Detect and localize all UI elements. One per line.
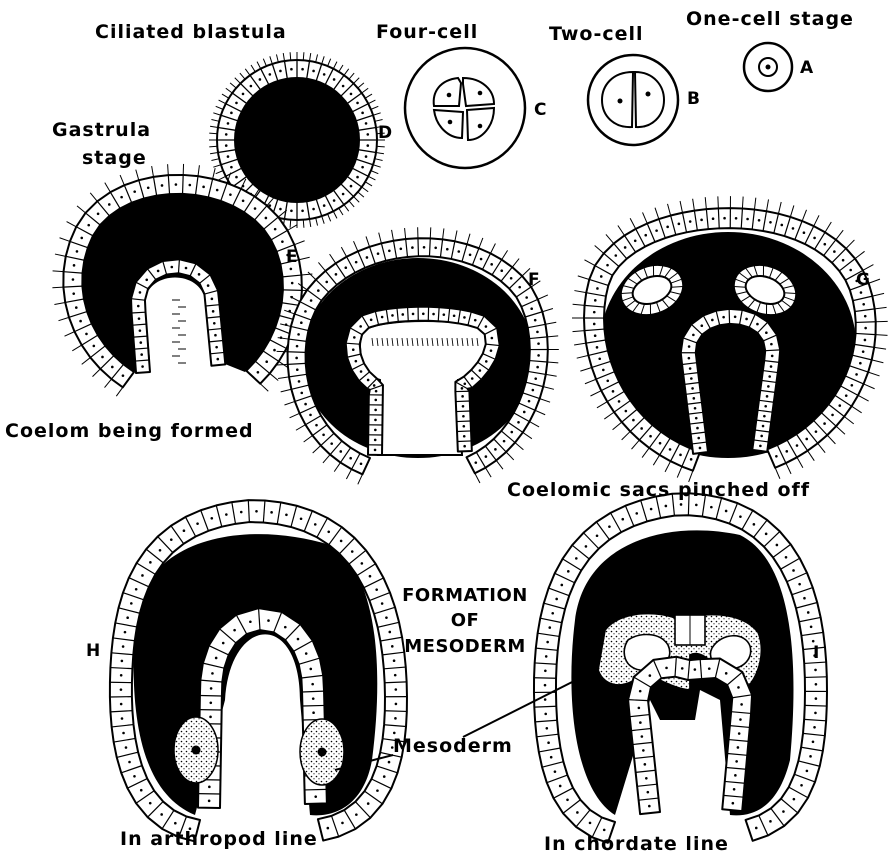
label-one-cell-stage: One-cell stage	[686, 8, 854, 30]
letter-g: G	[856, 270, 870, 290]
two-cell-embryo	[588, 55, 678, 145]
title-of: OF	[451, 610, 480, 631]
caption-arthropod-line: In arthropod line	[120, 828, 318, 850]
label-two-cell: Two-cell	[549, 23, 644, 45]
letter-d: D	[378, 123, 392, 143]
four-cell-embryo	[405, 48, 525, 168]
label-coelom-being-formed: Coelom being formed	[5, 420, 254, 442]
arthropod-line-embryo	[110, 500, 407, 841]
letter-c: C	[534, 100, 546, 120]
letter-a: A	[800, 58, 814, 78]
letter-b: B	[687, 89, 700, 109]
label-gastrula-stage: stage	[82, 147, 147, 169]
label-ciliated-blastula: Ciliated blastula	[95, 21, 287, 43]
letter-h: H	[86, 641, 100, 661]
coelomic-sacs-embryo	[572, 196, 888, 482]
one-cell-embryo	[744, 43, 792, 91]
chordate-line-embryo	[534, 493, 827, 843]
label-mesoderm: Mesoderm	[393, 735, 513, 757]
label-coelomic-sacs: Coelomic sacs pinched off	[507, 479, 810, 501]
title-mesoderm: MESODERM	[404, 636, 525, 657]
caption-chordate-line: In chordate line	[544, 833, 729, 855]
label-gastrula: Gastrula	[52, 119, 151, 141]
coelom-forming-embryo	[277, 227, 559, 484]
letter-e: E	[286, 247, 298, 267]
label-four-cell: Four-cell	[376, 21, 478, 43]
title-formation: FORMATION	[402, 585, 528, 606]
letter-i: I	[813, 643, 819, 663]
letter-f: F	[528, 270, 540, 290]
